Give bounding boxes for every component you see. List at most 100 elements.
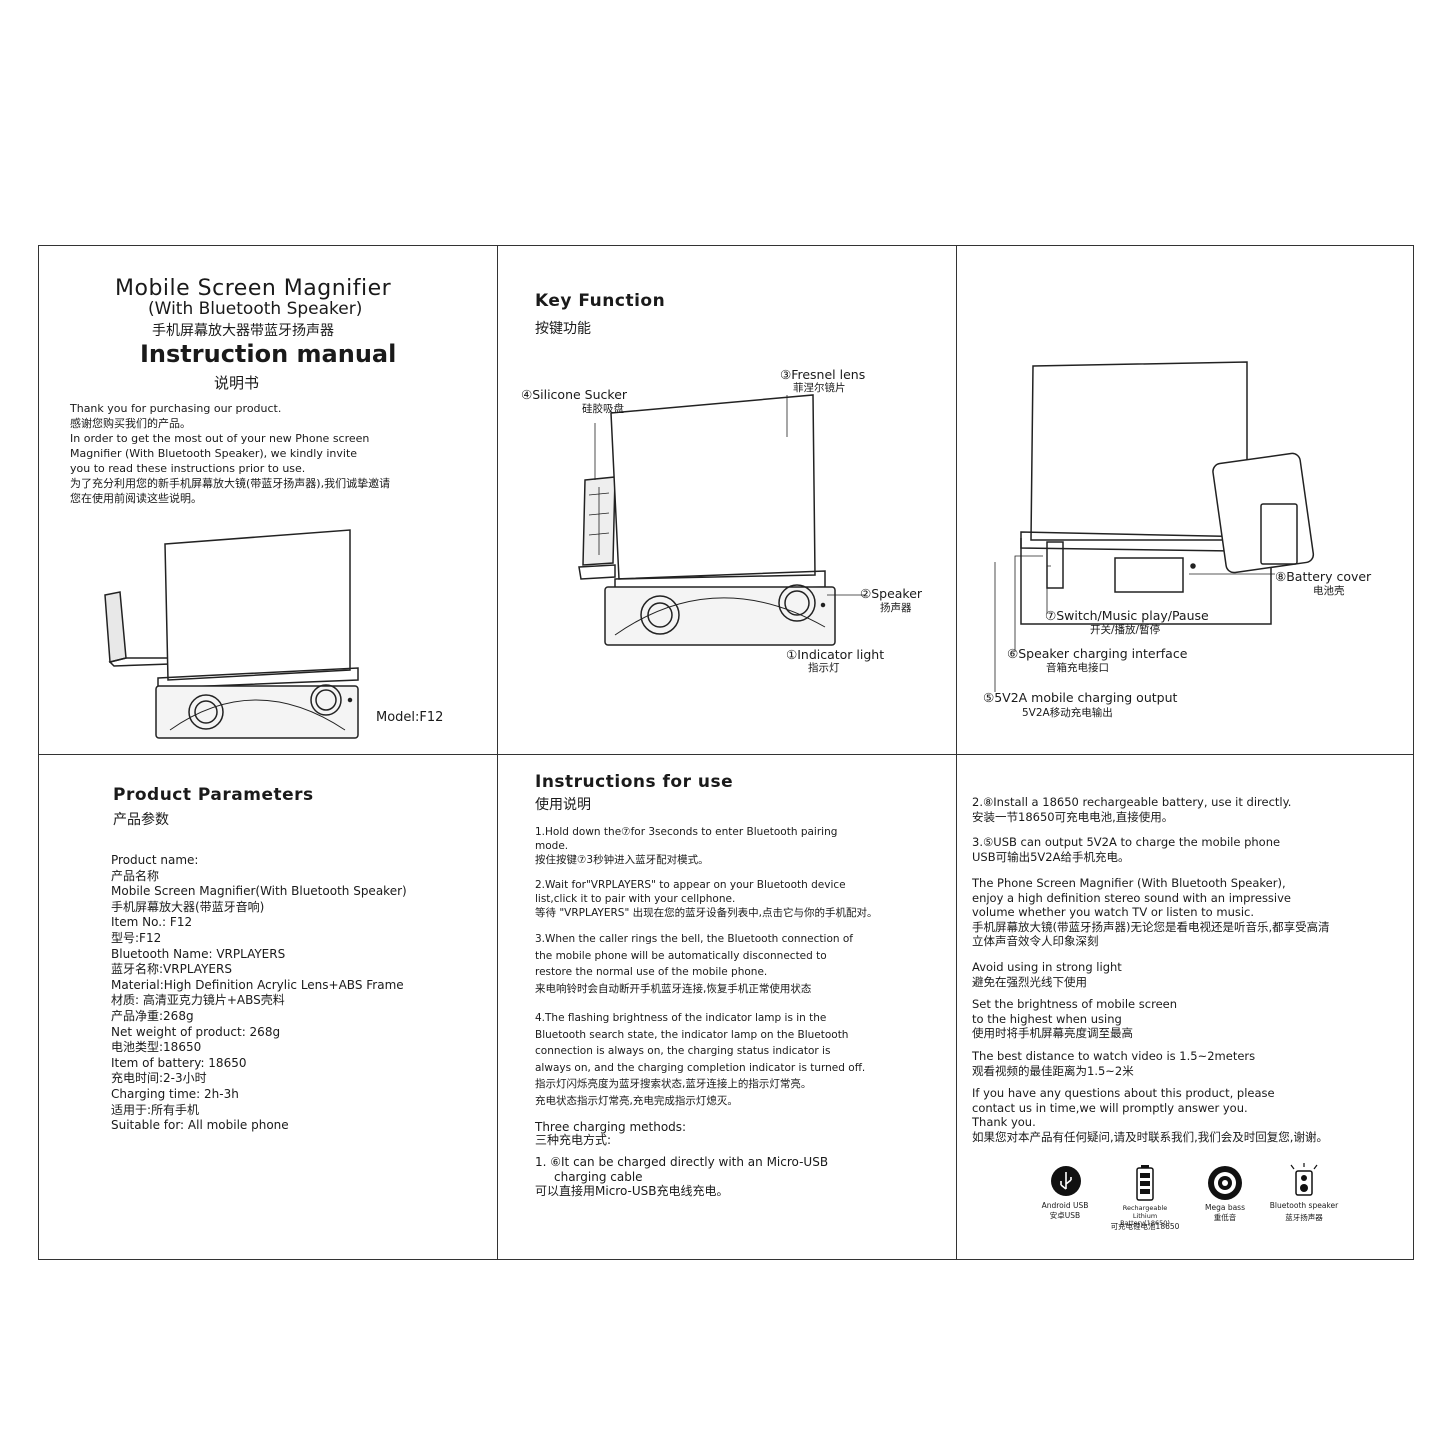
icon-label-cn: 重低音	[1213, 1213, 1237, 1222]
label-charging-output: ⑤5V2A mobile charging output	[983, 690, 1178, 705]
param-line: 蓝牙名称:VRPLAYERS	[111, 962, 232, 977]
step-line: 充电状态指示灯常亮,充电完成指示灯熄灭。	[535, 1094, 738, 1107]
feature-line: 如果您对本产品有任何疑问,请及时联系我们,我们会及时回复您,谢谢。	[972, 1129, 1328, 1144]
instructions-title: Instructions for use	[535, 772, 734, 792]
step-1: 1.Hold down the⑦for 3seconds to enter Bl…	[535, 825, 837, 867]
param-line: Net weight of product: 268g	[111, 1024, 281, 1039]
feature-line: USB可输出5V2A给手机充电。	[972, 849, 1130, 864]
feature-line: Set the brightness of mobile screen	[972, 997, 1178, 1011]
step-line: 3.When the caller rings the bell, the Bl…	[535, 933, 853, 945]
step-line: connection is always on, the charging st…	[535, 1045, 831, 1058]
feature-battery: 2.⑧Install a 18650 rechargeable battery,…	[972, 795, 1291, 824]
feature-line: Avoid using in strong light	[972, 960, 1122, 974]
label-fresnel-lens: ③Fresnel lens	[780, 367, 866, 382]
step-line: 4.The flashing brightness of the indicat…	[535, 1012, 827, 1024]
icon-label: Rechargeable Lithium Battery(18650)	[1120, 1204, 1170, 1227]
label-fresnel-lens-cn: 菲涅尔镜片	[793, 382, 846, 394]
battery-icon	[1136, 1165, 1154, 1201]
method-line: charging cable	[554, 1169, 643, 1184]
feature-line: The best distance to watch video is 1.5~…	[972, 1049, 1256, 1063]
product-title-cn: 手机屏幕放大器带蓝牙扬声器	[152, 323, 334, 339]
feature-line: 立体声音效令人印象深刻	[972, 934, 1099, 948]
method-line: 可以直接用Micro-USB充电线充电。	[535, 1184, 729, 1198]
label-battery-cover-cn: 电池壳	[1313, 585, 1345, 597]
feature-line: enjoy a high definition stereo sound wit…	[972, 890, 1292, 905]
label-switch: ⑦Switch/Music play/Pause	[1045, 608, 1209, 623]
charging-methods-heading: Three charging methods: 三种充电方式:	[535, 1121, 686, 1147]
step-4: 4.The flashing brightness of the indicat…	[535, 1010, 865, 1110]
feature-line: 避免在强烈光线下使用	[972, 974, 1087, 989]
feature-brightness: Set the brightness of mobile screen to t…	[972, 997, 1177, 1041]
feature-line: If you have any questions about this pro…	[972, 1086, 1275, 1100]
key-function-illustration	[578, 394, 865, 646]
step-3: 3.When the caller rings the bell, the Bl…	[535, 931, 853, 997]
feature-line: 手机屏幕放大镜(带蓝牙扬声器)无论您是看电视还是听音乐,都享受高清	[972, 919, 1330, 934]
param-line: 手机屏幕放大器(带蓝牙音响)	[111, 899, 265, 914]
label-battery-cover: ⑧Battery cover	[1275, 569, 1372, 584]
param-line: Item No.: F12	[111, 915, 193, 930]
step-line: 按住按键⑦3秒钟进入蓝牙配对模式。	[535, 854, 709, 866]
step-2: 2.Wait for"VRPLAYERS" to appear on your …	[535, 878, 877, 920]
intro-line: you to read these instructions prior to …	[70, 462, 306, 475]
step-line: 2.Wait for"VRPLAYERS" to appear on your …	[535, 879, 846, 891]
step-line: list,click it to pair with your cellphon…	[535, 893, 736, 905]
model-label: Model:F12	[376, 710, 444, 725]
android-usb-icon	[1051, 1166, 1081, 1196]
intro-line: Thank you for purchasing our product.	[70, 402, 282, 415]
param-line: 材质: 高清亚克力镜片+ABS壳料	[111, 993, 285, 1008]
key-function-title-cn: 按键功能	[535, 321, 591, 337]
label-indicator-light: ①Indicator light	[786, 647, 885, 662]
divider	[39, 754, 1413, 755]
icon-label-cn: 安卓USB	[1049, 1211, 1081, 1220]
divider	[497, 246, 498, 1259]
step-line: mode.	[535, 840, 569, 852]
intro-line: 为了充分利用您的新手机屏幕放大镜(带蓝牙扬声器),我们诚挚邀请	[70, 477, 391, 490]
methods-title-cn: 三种充电方式:	[535, 1133, 612, 1147]
step-line: restore the normal use of the mobile pho…	[535, 966, 768, 978]
param-line: 充电时间:2-3小时	[111, 1071, 207, 1086]
feature-line: 观看视频的最佳距离为1.5~2米	[972, 1063, 1134, 1078]
feature-light-warning: Avoid using in strong light 避免在强烈光线下使用	[972, 960, 1122, 989]
intro-line: 您在使用前阅读这些说明。	[70, 492, 202, 505]
step-line: Bluetooth search state, the indicator la…	[535, 1028, 849, 1041]
param-line: 型号:F12	[111, 930, 162, 945]
param-line: Charging time: 2h-3h	[111, 1086, 239, 1101]
parameters-list: Product name: 产品名称 Mobile Screen Magnifi…	[111, 853, 407, 1134]
step-line: the mobile phone will be automatically d…	[535, 949, 827, 962]
step-line: always on, and the charging completion i…	[535, 1061, 866, 1074]
feature-line: 使用时将手机屏幕亮度调至最高	[972, 1026, 1133, 1040]
intro-line: 感谢您购买我们的产品。	[70, 417, 191, 430]
label-speaker-charging-cn: 音箱充电接口	[1046, 662, 1109, 674]
feature-line: 安装一节18650可充电电池,直接使用。	[972, 809, 1174, 824]
label-speaker: ②Speaker	[860, 586, 923, 601]
param-line: Product name:	[111, 853, 199, 867]
feature-line: to the highest when using	[972, 1011, 1122, 1026]
icon-label: Android USB	[1041, 1201, 1089, 1210]
instructions-title-cn: 使用说明	[535, 797, 591, 813]
param-line: Bluetooth Name: VRPLAYERS	[111, 946, 286, 961]
charging-method-1: 1. ⑥It can be charged directly with an M…	[535, 1155, 828, 1199]
param-line: 产品净重:268g	[111, 1008, 194, 1023]
methods-title: Three charging methods:	[535, 1120, 687, 1134]
step-line: 指示灯闪烁亮度为蓝牙搜索状态,蓝牙连接上的指示灯常亮。	[535, 1078, 812, 1091]
param-line: Material:High Definition Acrylic Lens+AB…	[111, 977, 404, 992]
back-view-illustration	[994, 361, 1315, 692]
step-line: 来电响铃时会自动断开手机蓝牙连接,恢复手机正常使用状态	[535, 982, 812, 995]
magnifier-illustration	[104, 529, 359, 739]
feature-usb: 3.⑤USB can output 5V2A to charge the mob…	[972, 835, 1280, 864]
manual-heading-cn: 说明书	[214, 374, 260, 392]
param-line: 产品名称	[111, 868, 160, 883]
feature-sound: The Phone Screen Magnifier (With Bluetoo…	[972, 876, 1330, 949]
method-line: 1. ⑥It can be charged directly with an M…	[535, 1155, 829, 1169]
label-speaker-charging: ⑥Speaker charging interface	[1007, 646, 1188, 661]
feature-line: The Phone Screen Magnifier (With Bluetoo…	[972, 876, 1286, 890]
intro-line: In order to get the most out of your new…	[70, 432, 370, 445]
feature-distance: The best distance to watch video is 1.5~…	[972, 1049, 1255, 1078]
label-silicone-sucker-cn: 硅胶吸盘	[582, 403, 624, 415]
instruction-sheet	[38, 245, 1414, 1260]
manual-heading: Instruction manual	[140, 340, 397, 368]
label-speaker-cn: 扬声器	[880, 602, 912, 614]
feature-line: 3.⑤USB can output 5V2A to charge the mob…	[972, 835, 1281, 849]
label-silicone-sucker: ④Silicone Sucker	[521, 387, 628, 402]
mega-bass-icon	[1208, 1166, 1242, 1200]
